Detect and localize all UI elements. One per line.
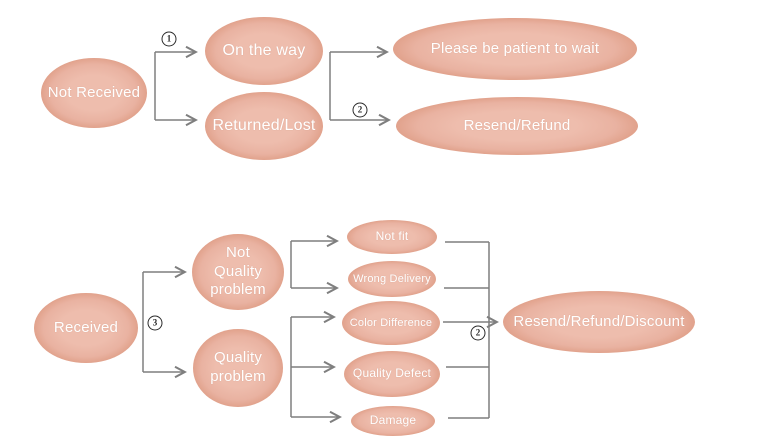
node-not-quality-problem-line2: Quality — [213, 262, 263, 280]
node-received-label: Received — [53, 319, 119, 337]
node-quality-problem-line1: Quality — [213, 349, 263, 367]
node-color-difference-label: Color Difference — [349, 316, 433, 329]
node-not-quality-problem-line3: problem — [210, 281, 266, 299]
step-marker-2-bottom-label: 2 — [475, 327, 481, 338]
step-marker-3-label: 3 — [152, 317, 158, 328]
node-resend-refund: Resend/Refund — [396, 97, 638, 155]
branch-quality — [290, 310, 342, 424]
step-marker-2-bottom: 2 — [470, 325, 486, 341]
node-not-received-label: Not Received — [47, 84, 141, 102]
node-please-wait-label: Please be patient to wait — [430, 40, 600, 58]
node-wrong-delivery: Wrong Delivery — [348, 261, 436, 297]
node-resend-refund-discount-label: Resend/Refund/Discount — [513, 313, 685, 331]
node-not-quality-problem-line1: Not — [226, 243, 250, 261]
node-returned-lost: Returned/Lost — [205, 92, 323, 160]
node-quality-defect-label: Quality Defect — [352, 366, 432, 381]
node-returned-lost-label: Returned/Lost — [212, 116, 316, 134]
step-marker-1: 1 — [161, 31, 177, 47]
step-marker-2-top-label: 2 — [357, 104, 363, 115]
step-marker-2-top: 2 — [352, 102, 368, 118]
node-quality-problem: Quality problem — [193, 329, 283, 407]
node-quality-defect: Quality Defect — [344, 351, 440, 397]
branch-not-quality — [290, 234, 339, 295]
node-not-fit: Not fit — [347, 220, 437, 254]
node-not-received: Not Received — [41, 58, 147, 128]
node-not-quality-problem: Not Quality problem — [192, 234, 284, 310]
step-marker-1-label: 1 — [166, 33, 172, 44]
node-not-fit-label: Not fit — [375, 229, 409, 244]
node-resend-refund-label: Resend/Refund — [463, 117, 571, 135]
node-damage: Damage — [351, 406, 435, 436]
node-damage-label: Damage — [369, 413, 417, 428]
node-color-difference: Color Difference — [342, 301, 440, 345]
node-please-wait: Please be patient to wait — [393, 18, 637, 80]
node-quality-problem-line2: problem — [210, 368, 266, 385]
node-on-the-way-label: On the way — [222, 41, 306, 59]
branch-converge — [443, 241, 499, 419]
branch-not-received — [154, 45, 198, 127]
branch-received — [142, 265, 187, 379]
branch-top-outcomes — [329, 45, 391, 127]
node-received: Received — [34, 293, 138, 363]
node-wrong-delivery-label: Wrong Delivery — [353, 272, 431, 285]
step-marker-3: 3 — [147, 315, 163, 331]
node-on-the-way: On the way — [205, 17, 323, 85]
node-resend-refund-discount: Resend/Refund/Discount — [503, 291, 695, 353]
